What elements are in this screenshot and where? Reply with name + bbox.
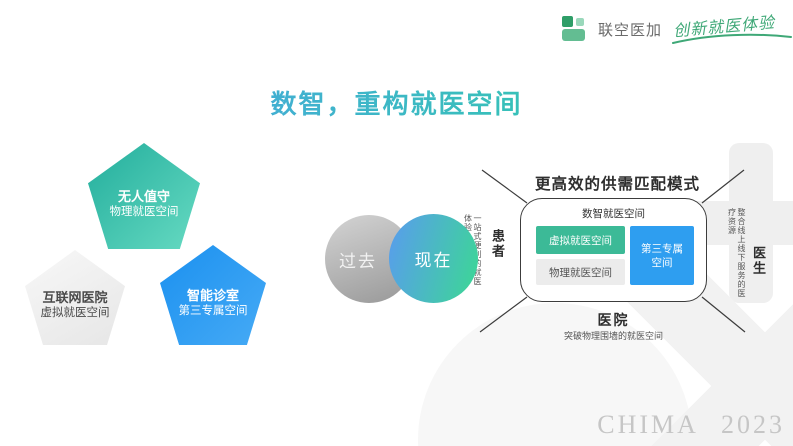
diagram-corner-lines-icon (479, 169, 746, 333)
pentagon-smart-line2: 第三专属空间 (178, 304, 248, 317)
caption-hospital: 突破物理围墙的就医空间 (563, 331, 663, 341)
diagram-title: 更高效的供需匹配模式 (534, 176, 700, 193)
event-watermark: CHIMA 2023 (597, 410, 785, 439)
box-third-space-label: 第三专属空间 (641, 242, 683, 269)
pentagon-internet: 互联网医院 虚拟就医空间 (25, 250, 125, 345)
diagram-container-label: 数智就医空间 (582, 208, 645, 220)
brand-logo: 联空医加 创新就医体验 (561, 13, 792, 45)
box-third-space: 第三专属空间 (630, 226, 694, 285)
brand-logo-icon (561, 15, 589, 43)
label-hospital: 医院 (597, 312, 630, 328)
pentagon-internet-line2: 虚拟就医空间 (40, 307, 110, 319)
brand-name: 联空医加 (597, 21, 662, 39)
slide-title: 数智，重构就医空间 (0, 84, 793, 121)
diagram-container: 数智就医空间 虚拟就医空间 物理就医空间 第三专属空间 (520, 198, 707, 302)
pentagon-unmanned-line1: 无人值守 (117, 188, 170, 204)
venn-present-label: 现在 (414, 251, 453, 270)
brand-slogan-wrap: 创新就医体验 (671, 13, 792, 45)
pentagon-smart: 智能诊室 第三专属空间 (160, 245, 266, 345)
pentagon-internet-line1: 互联网医院 (42, 290, 108, 305)
box-physical-space: 物理就医空间 (536, 259, 625, 285)
box-virtual-space: 虚拟就医空间 (536, 226, 625, 254)
label-patient: 患者 (490, 229, 505, 259)
caption-patient: 一站式便利的就医体验 (463, 214, 483, 286)
label-doctor: 医生 (751, 246, 766, 276)
caption-doctor: 整合线上线下服务的医疗资源 (727, 208, 747, 298)
venn-present-circle: 现在 (389, 214, 478, 303)
slogan-underline-icon (671, 33, 792, 44)
pentagon-unmanned-line2: 物理就医空间 (109, 205, 179, 218)
pentagon-smart-line1: 智能诊室 (186, 287, 239, 303)
pentagon-unmanned: 无人值守 物理就医空间 (88, 143, 200, 249)
venn-past-label: 过去 (339, 251, 377, 271)
